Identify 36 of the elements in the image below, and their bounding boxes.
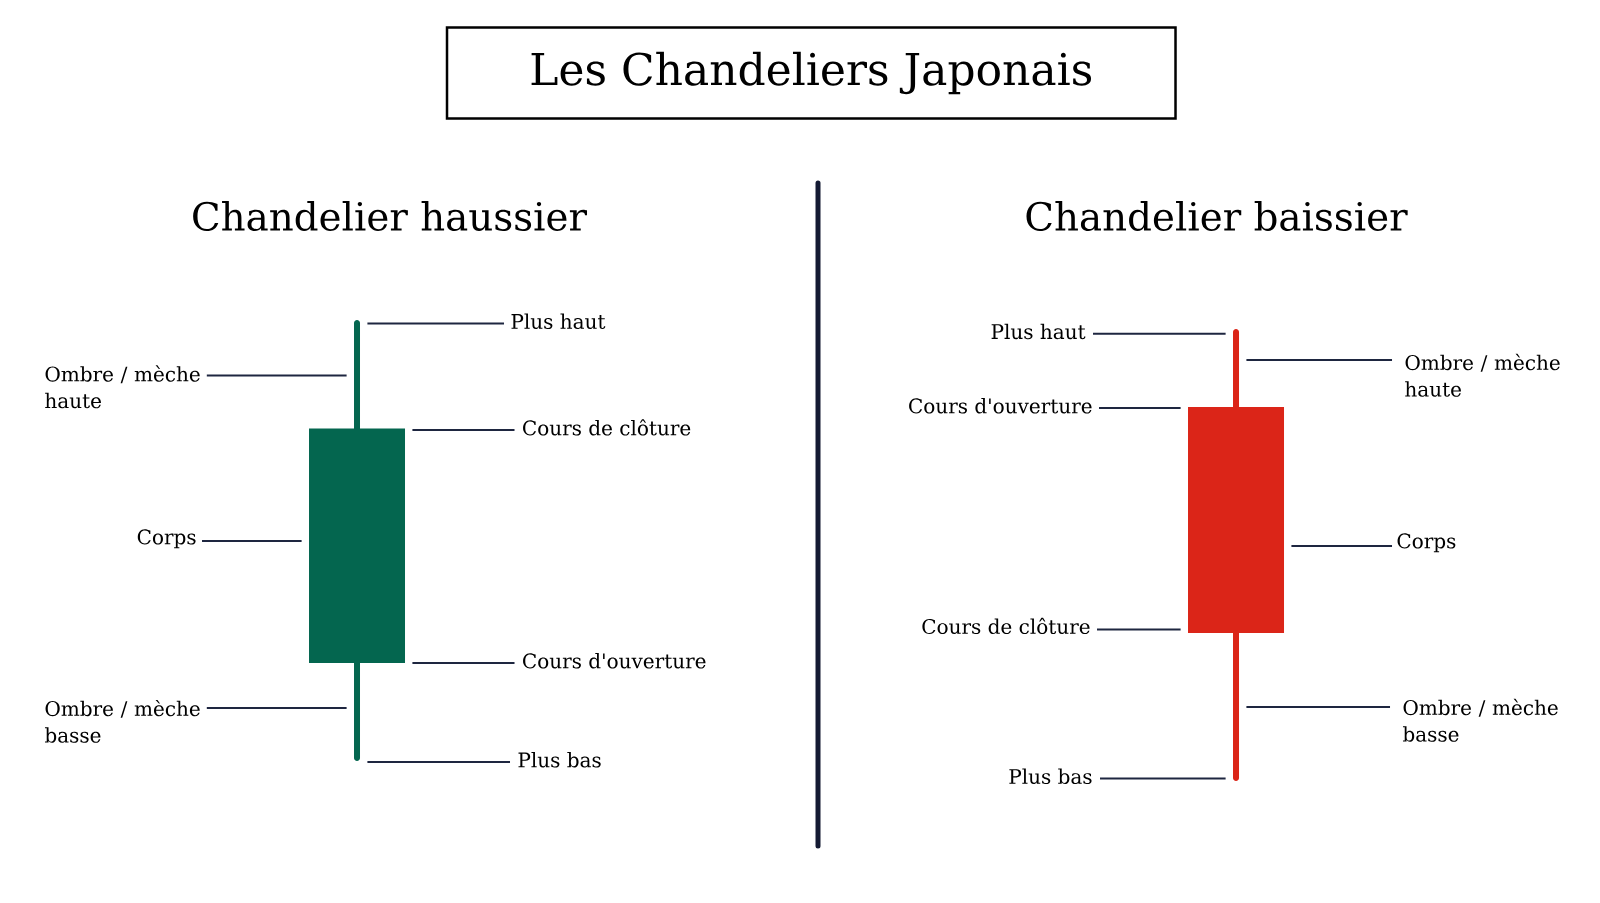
callout-label: Ombre / mèche haute [45, 365, 200, 409]
leader-line [1245, 359, 1393, 361]
leader-line [205, 707, 348, 709]
candle-wick [354, 660, 360, 761]
callout-label: Ombre / mèche basse [44, 699, 200, 743]
callout-label: Plus haut [991, 323, 1086, 340]
callout-label: Corps [1397, 533, 1456, 553]
heading: Chandelier haussier [193, 200, 587, 231]
candle-body [1188, 407, 1284, 633]
callout-label: Plus bas [518, 752, 601, 768]
heading: Chandelier baissier [1026, 200, 1408, 231]
callout-label: Cours d'ouverture [523, 653, 706, 669]
leader-line [201, 540, 303, 542]
callout-label: Cours d'ouverture [909, 398, 1092, 414]
title-box: Les Chandeliers Japonais [445, 26, 1177, 120]
callout-label: Corps [137, 529, 196, 549]
leader-line [411, 662, 516, 664]
candle-body [309, 428, 405, 663]
candle-wick [1233, 630, 1239, 781]
callout-label: Plus haut [511, 313, 606, 329]
leader-line [366, 322, 505, 325]
leader-line [1098, 407, 1182, 409]
leader-line [1092, 332, 1227, 335]
leader-line [366, 761, 511, 763]
leader-line [411, 429, 516, 431]
leader-line [1099, 777, 1227, 780]
leader-line [205, 374, 348, 377]
callout-label: Cours de clôture [922, 617, 1090, 635]
callout-label: Ombre / mèche haute [1405, 353, 1560, 397]
leader-line [1290, 545, 1393, 547]
callout-label: Ombre / mèche basse [1403, 698, 1558, 742]
callout-label: Plus bas [1009, 768, 1092, 785]
candle-wick [1233, 329, 1239, 410]
leader-line [1096, 628, 1182, 631]
leader-line [1245, 706, 1391, 708]
callout-label: Cours de clôture [523, 419, 691, 436]
